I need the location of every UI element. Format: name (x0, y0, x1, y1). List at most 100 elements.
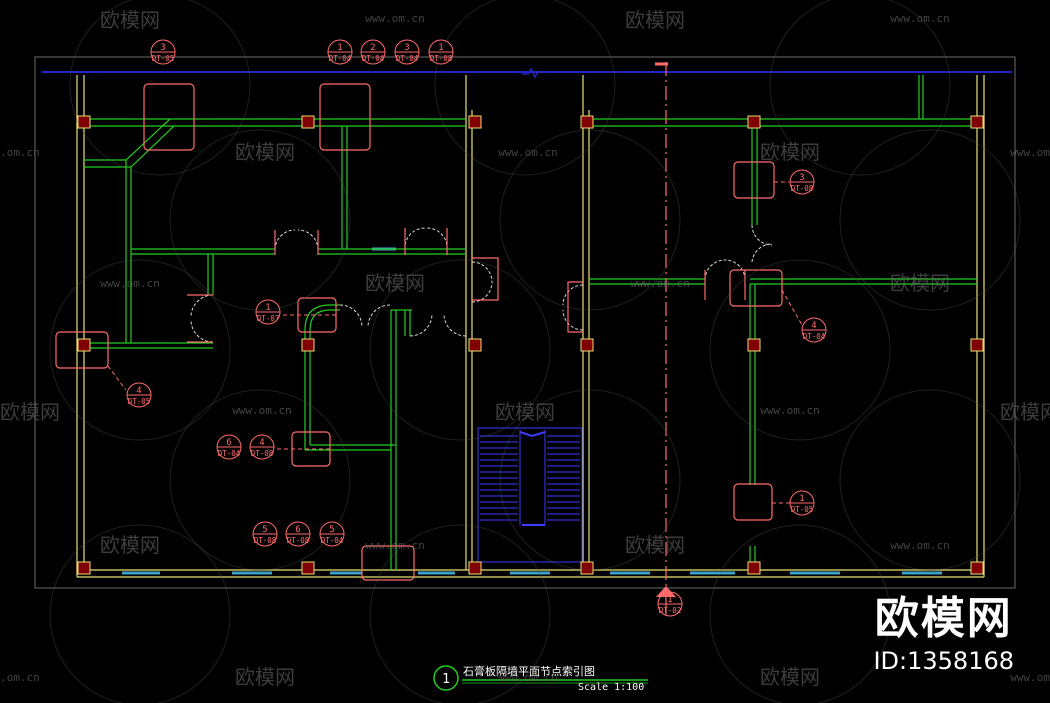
column (301, 115, 315, 129)
watermark-ring (709, 524, 891, 703)
watermark-ring (499, 129, 681, 311)
column (970, 338, 984, 352)
callout-ref: DT-05 (128, 397, 151, 406)
column (970, 561, 984, 575)
callout-bubble: 4DT-04 (801, 317, 827, 343)
watermark-logo: 欧模网 (100, 8, 160, 32)
callout-bubble: 5DT-08 (252, 521, 278, 547)
callout-number: 4 (136, 386, 141, 396)
watermark-ring (169, 129, 351, 311)
watermark-logo: 欧模网 (760, 665, 820, 689)
column (468, 561, 482, 575)
callout-number: 1 (667, 595, 672, 605)
column (468, 338, 482, 352)
callout-ref: DT-05 (791, 505, 814, 514)
watermark-url: www.om.cn (890, 539, 950, 552)
watermark-url: www.om.cn (0, 671, 40, 684)
callout-number: 3 (404, 43, 409, 53)
view-number: 1 (442, 672, 450, 687)
callout-ref: DT-07 (257, 314, 280, 323)
callout-ref: DT-05 (152, 54, 175, 63)
watermark-ring (69, 0, 251, 176)
watermark-url: www.om.cn (100, 277, 160, 290)
door-frames (187, 228, 746, 343)
column (77, 115, 91, 129)
callout-ref: DT-04 (396, 54, 419, 63)
watermark-logo: 欧模网 (235, 140, 295, 164)
callout-bubble: 4DT-08 (249, 434, 275, 460)
watermark-logo: 欧模网 (365, 271, 425, 295)
watermark-url: www.om.cn (630, 277, 690, 290)
callout-ref: DT-08 (791, 184, 814, 193)
callout-ref: DT-04 (803, 332, 826, 341)
watermark-url: www.om.cn (498, 146, 558, 159)
callouts: 3DT-051DT-042DT-043DT-041DT-083DT-081DT-… (126, 39, 827, 617)
callout-number: 6 (226, 438, 231, 448)
column (77, 561, 91, 575)
title-block: 1 石膏板隔墙平面节点索引图 Scale 1:100 (433, 664, 648, 693)
column (580, 561, 594, 575)
watermark-logo: 欧模网 (0, 400, 60, 424)
watermark-logo: 欧模网 (890, 271, 950, 295)
callout-bubble: 5DT-04 (319, 521, 345, 547)
drawing-frame (34, 56, 1016, 589)
watermark-ring (369, 524, 551, 703)
watermark-url: www.om.cn (365, 12, 425, 25)
watermark-logo: 欧模网 (100, 533, 160, 557)
callout-bubble: 1DT-07 (255, 299, 281, 325)
watermark-ring (839, 389, 1021, 571)
callout-number: 4 (259, 438, 264, 448)
break-symbol (522, 67, 546, 79)
column (580, 115, 594, 129)
column (468, 115, 482, 129)
callout-number: 6 (295, 525, 300, 535)
watermark-ring (169, 389, 351, 571)
drawing-title: 石膏板隔墙平面节点索引图 (463, 664, 595, 678)
watermark-ring (49, 524, 231, 703)
watermark-url: www.om.cn (1010, 671, 1050, 684)
callout-number: 5 (262, 525, 267, 535)
callout-number: 1 (438, 43, 443, 53)
watermark-url: www.om.cn (0, 146, 40, 159)
watermark-logo: 欧模网 (760, 140, 820, 164)
callout-ref: DT-08 (430, 54, 453, 63)
column (301, 561, 315, 575)
watermark-url: www.om.cn (1010, 146, 1050, 159)
column (747, 115, 761, 129)
watermark-ring (839, 129, 1021, 311)
callout-number: 1 (337, 43, 342, 53)
watermark-ring (369, 259, 551, 441)
column (970, 115, 984, 129)
column (77, 338, 91, 352)
callout-bubble: 4DT-05 (126, 382, 152, 408)
watermark-url: www.om.cn (890, 12, 950, 25)
watermark-logo: 欧模网 (235, 665, 295, 689)
callout-ref: DT-08 (251, 449, 274, 458)
callout-number: 1 (799, 494, 804, 504)
callout-ref: DT-08 (287, 536, 310, 545)
watermark-ring (499, 389, 681, 571)
callout-bubble: 1DT-05 (789, 490, 815, 516)
watermark-ring (709, 259, 891, 441)
callout-ref: DT-04 (321, 536, 344, 545)
column (747, 338, 761, 352)
column (747, 561, 761, 575)
callout-bubble: 1DT-04 (327, 39, 353, 65)
callout-bubble: 1DT-08 (428, 39, 454, 65)
view-number-circle (433, 665, 459, 691)
callout-ref: DT-02 (659, 606, 682, 615)
doors (190, 224, 773, 343)
callout-number: 3 (160, 43, 165, 53)
callout-bubble: 2DT-04 (360, 39, 386, 65)
watermark-url: www.om.cn (365, 539, 425, 552)
callout-bubble: 3DT-04 (394, 39, 420, 65)
watermark-ring (49, 259, 231, 441)
callout-ref: DT-04 (329, 54, 352, 63)
watermark-logo: 欧模网 (625, 8, 685, 32)
callout-ref: DT-04 (362, 54, 385, 63)
callout-number: 2 (370, 43, 375, 53)
column (580, 338, 594, 352)
watermark-url: www.om.cn (760, 404, 820, 417)
